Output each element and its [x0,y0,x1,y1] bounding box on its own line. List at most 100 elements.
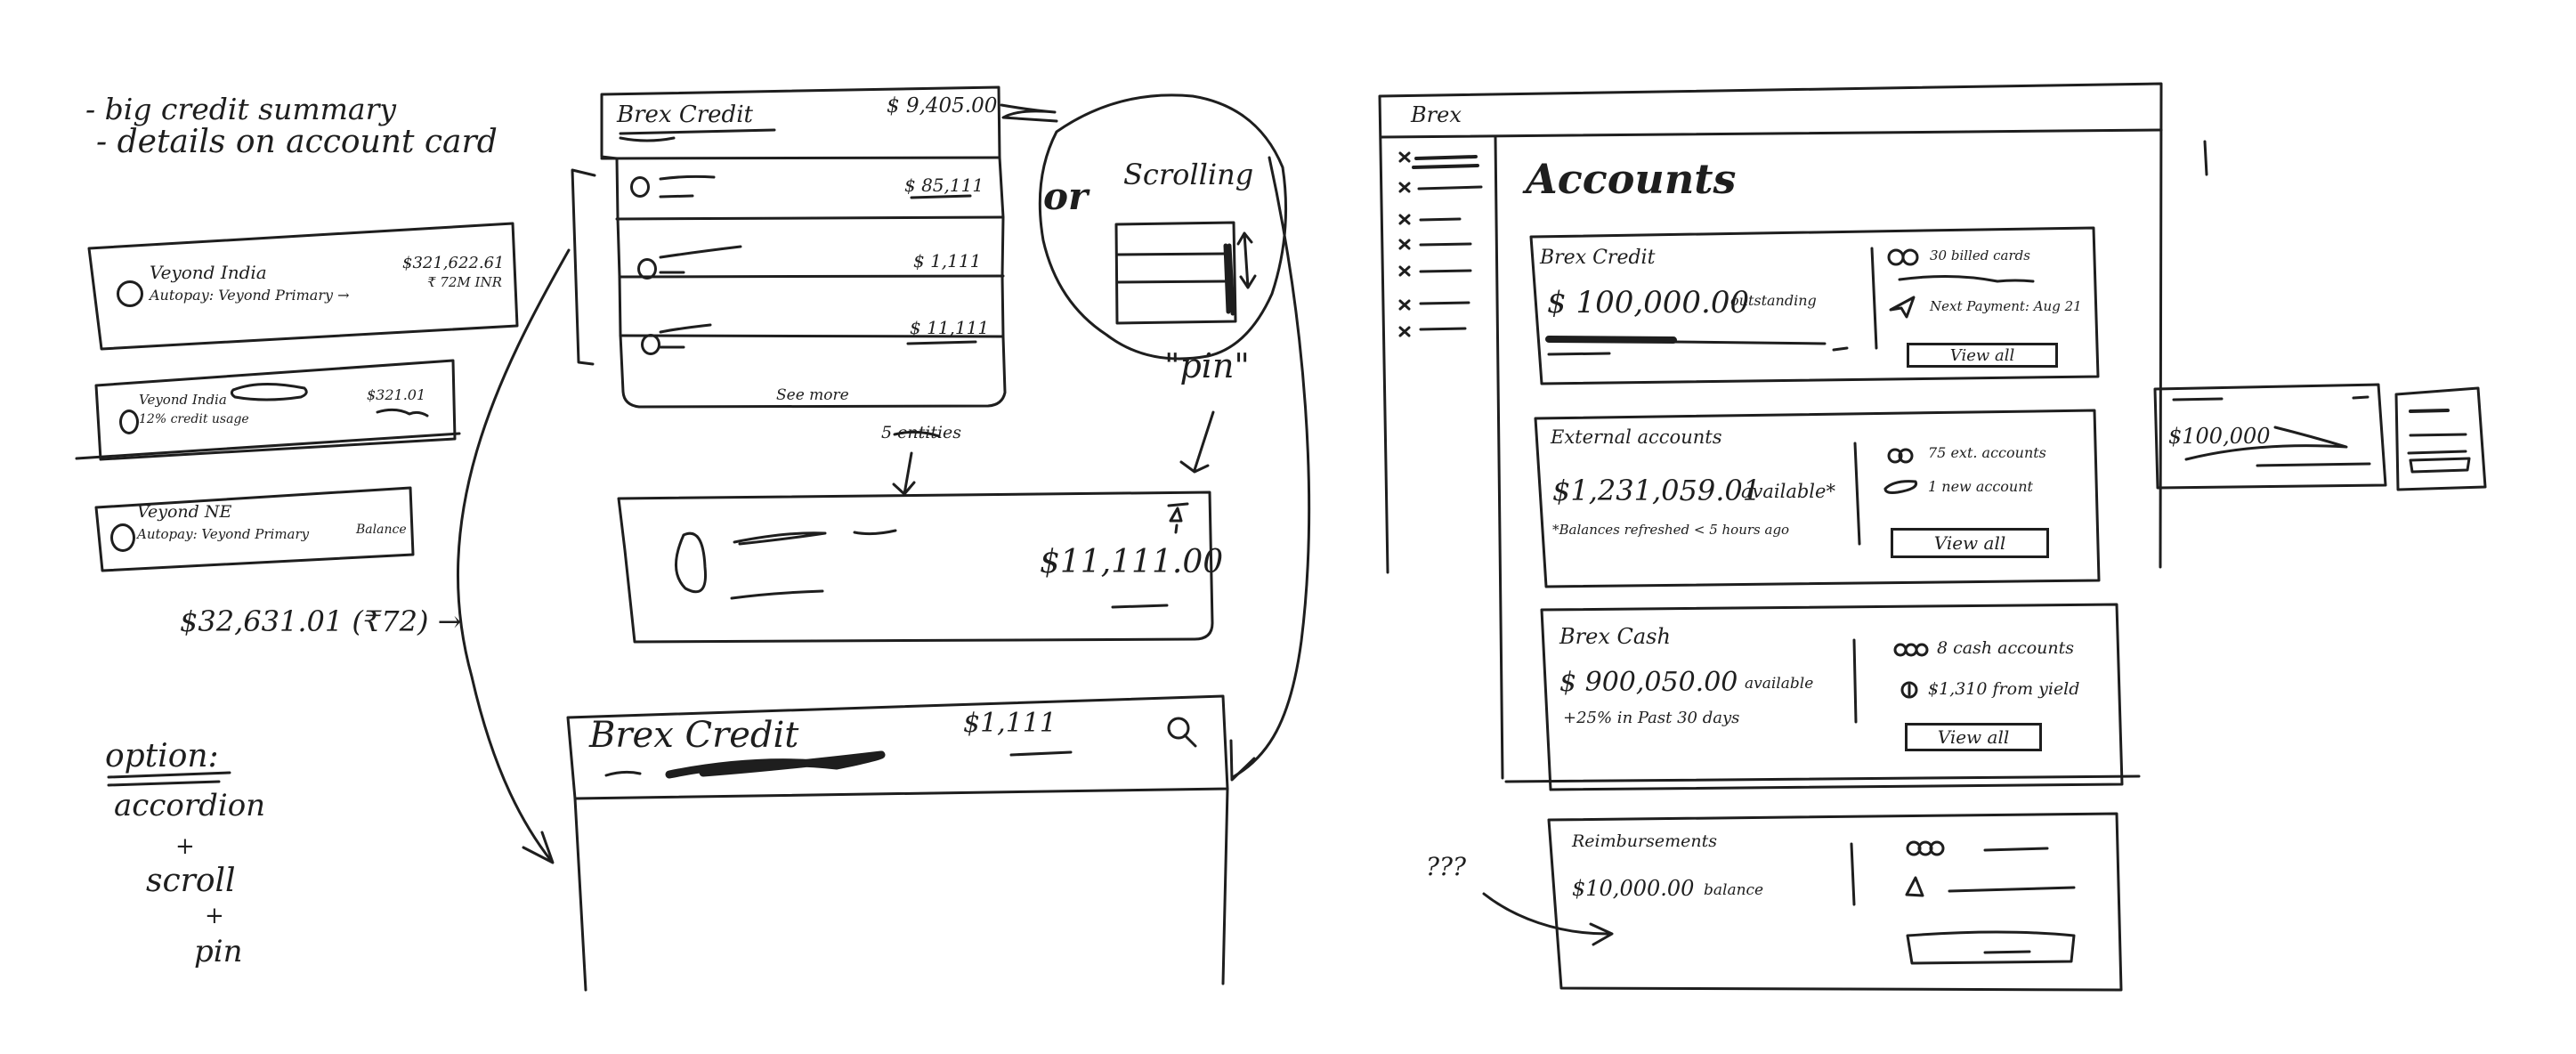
small-card-narrow-button [2409,457,2471,474]
mini-card-1-avatar [117,280,143,307]
sidebar-item-line-1 [1412,155,1479,169]
sidebar-item-line-4 [1419,242,1472,247]
card-3-yield-icon [1900,681,1918,699]
accordion-row-2-avatar [637,258,657,280]
pinned-avatar-oval [675,531,708,594]
section-card-3-base [1504,774,2141,783]
sidebar-x-3 [1398,214,1411,225]
section-3-sub: +25% in Past 30 days [1563,709,1740,727]
section-2-sub: *Balances refreshed < 5 hours ago [1552,522,1790,538]
pinned-top-scribble-1 [733,531,827,546]
card-1-cards-icon [1887,248,1919,266]
mini-card-2-amount: $321.01 [367,386,426,403]
accordion-amount-scribble [1000,103,1058,123]
accordion-row-2-scribble [659,245,742,259]
card-1-plane-icon [1889,296,1916,319]
accordion-row-1-sub [910,194,972,199]
option-plus-2: + [205,903,224,929]
accordion-see-more-link[interactable]: See more [776,386,849,404]
question-note: ??? [1426,852,1467,881]
section-2-detail-1: 75 ext. accounts [1928,444,2046,461]
accordion-row-3-amount: $ 11,111 [910,317,990,338]
accordion-down-arrow [892,451,916,496]
mini-card-3-name: Veyond NE [137,502,232,522]
small-card-amount: $100,000 [2168,424,2271,449]
section-2-view-all-button[interactable]: View all [1891,528,2049,558]
sidebar-x-5 [1398,265,1411,277]
accordion-row-1-line [659,194,694,199]
sidebar-item-line-2 [1417,185,1483,191]
mini-card-2-name: Veyond India [139,392,227,408]
card-1-progress-bar [1545,336,1677,344]
section-4-amount: $10,000.00 [1572,876,1695,901]
card-2-divider [1853,442,1861,546]
accordion-row-sep-3 [618,274,1005,279]
question-arrow-head [1589,922,1614,946]
accordion-row-3-avatar [641,334,660,355]
option-underline-2 [107,780,221,787]
brex-header-scribble [665,750,886,779]
card-2-new-icon [1883,480,1918,494]
accordion-row-2-amount: $ 1,111 [913,250,982,272]
mini-card-1-amount-sub: ₹ 72M INR [427,274,502,290]
section-3-view-all-button[interactable]: View all [1905,723,2042,751]
accordion-row-1-avatar [630,176,650,198]
search-icon [1167,717,1197,748]
brex-header-body [573,787,1229,992]
app-brand: Brex [1411,102,1462,127]
page-title: Accounts [1526,155,1737,203]
mini-card-3-outline [94,486,415,572]
section-1-amount-note: outstanding [1730,292,1817,309]
sidebar-x-7 [1398,326,1411,337]
mini-card-2-scribble [376,408,429,418]
app-header-bar [1380,128,2163,139]
question-arrow [1482,892,1613,936]
option-accordion: accordion [114,788,266,823]
section-card-1-outline [1529,226,2100,385]
small-card-wide-line-2 [2352,395,2369,400]
accordion-row-1-scribble [659,174,716,181]
app-right-tick [2203,140,2208,176]
section-3-title: Brex Cash [1559,624,1671,649]
section-1-view-all-button[interactable]: View all [1907,343,2058,368]
accordion-entities-note: 5 entities [881,423,962,442]
scrolling-preview-scrollbar [1223,243,1235,316]
card-1-detail-scribble [1898,274,2035,283]
card-1-sub-line [1547,352,1611,356]
sidebar-x-6 [1398,299,1411,311]
curve-arrow-right-head [1229,739,1256,782]
section-4-title: Reimbursements [1572,831,1718,851]
mini-card-2-sub: 12% credit usage [139,412,249,426]
card-4-button-placeholder [1906,930,2076,965]
section-2-amount: $1,231,059.01 [1552,474,1762,507]
scrolling-preview-frame [1114,221,1237,325]
section-1-detail-1: 30 billed cards [1930,247,2030,264]
pin-icon [1167,502,1189,534]
scrolling-preview-arrows [1236,231,1257,289]
mini-card-2-pill [230,383,308,401]
small-card-narrow-line-3 [2407,450,2467,455]
pinned-amount-underline [1111,604,1169,609]
small-card-wide-outline [2153,383,2387,490]
pinned-card-amount: $11,111.00 [1040,544,1224,580]
accordion-title-squiggle [619,136,676,142]
section-3-amount: $ 900,050.00 [1559,667,1738,698]
brex-header-amount: $1,111 [963,708,1057,739]
section-3-amount-note: available [1745,675,1814,693]
app-window-outline [1378,82,2163,574]
section-4-amount-note: balance [1704,881,1764,899]
mini-card-1-outline [87,222,519,351]
card-4-detail-line-1 [1983,847,2049,852]
section-2-detail-2: 1 new account [1928,478,2033,495]
accordion-title-underline [619,128,776,135]
pin-label: "pin" [1164,346,1250,385]
bubble-to-pin-arrow [1179,410,1215,474]
section-2-title: External accounts [1551,426,1722,448]
card-1-progress-track [1672,340,1849,352]
curve-arrow-left-head [522,831,555,864]
section-card-2-outline [1534,409,2101,588]
section-2-amount-note: available* [1741,481,1835,502]
pinned-top-scribble-2 [853,529,897,536]
card-4-button-line [1983,950,2031,954]
scrolling-label: Scrolling [1123,158,1254,191]
